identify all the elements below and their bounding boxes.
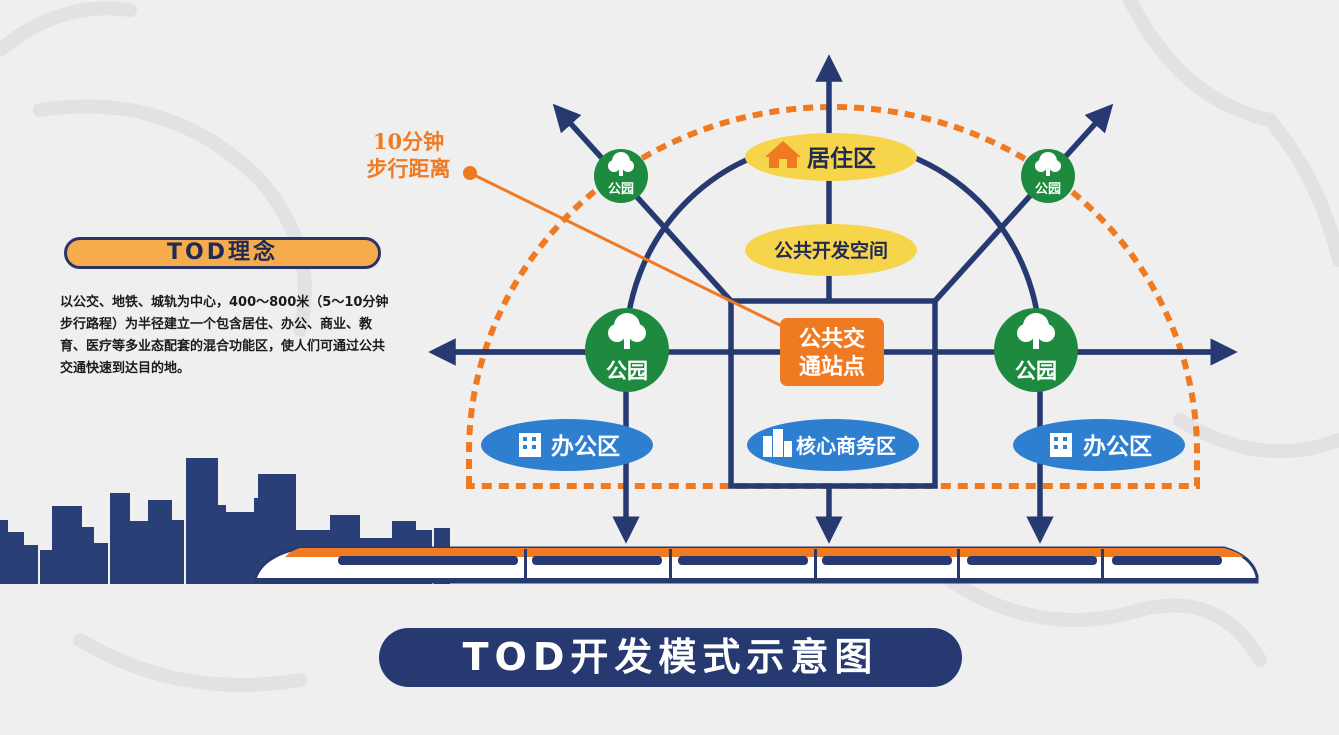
- walk-distance-line2: 步行距离: [366, 156, 451, 181]
- cbd-label: 核心商务区: [796, 434, 896, 458]
- city-buildings-icon: [763, 429, 792, 457]
- office-label: 办公区: [1083, 434, 1152, 460]
- tree-icon: [1035, 152, 1061, 176]
- park-label: 公园: [608, 182, 634, 197]
- park-big-left: 公园: [585, 308, 669, 392]
- office-building-icon: [1050, 433, 1072, 457]
- park-big-right: 公园: [994, 308, 1078, 392]
- residential-label: 居住区: [807, 145, 876, 172]
- public-space-zone: 公共开发空间: [745, 224, 917, 276]
- transit-station: 公共交 通站点: [780, 318, 884, 386]
- park-label: 公园: [1015, 359, 1057, 383]
- office-zone-right: 办公区: [1013, 419, 1185, 471]
- tree-icon: [1017, 313, 1055, 349]
- public-space-label: 公共开发空间: [774, 239, 888, 262]
- tree-icon: [608, 152, 634, 176]
- cbd-zone: 核心商务区: [747, 419, 919, 471]
- office-label: 办公区: [551, 434, 620, 460]
- residential-zone: 居住区: [745, 133, 917, 181]
- house-icon: [765, 141, 801, 168]
- tree-icon: [608, 313, 646, 349]
- station-label-line2: 通站点: [799, 354, 865, 380]
- walking-radius-boundary: [466, 104, 1200, 489]
- high-speed-train: [253, 546, 1259, 584]
- station-label-line1: 公共交: [799, 326, 865, 352]
- walk-distance-line1: 10分钟: [372, 129, 445, 154]
- park-label: 公园: [606, 359, 648, 383]
- office-zone-left: 办公区: [481, 419, 653, 471]
- concept-title: TOD理念: [64, 237, 381, 269]
- walk-pointer: [463, 166, 797, 335]
- concept-description: 以公交、地铁、城轨为中心，400～800米（5～10分钟步行路程）为半径建立一个…: [60, 295, 389, 376]
- walk-distance-label: 10分钟 步行距离: [346, 128, 471, 182]
- park-label: 公园: [1035, 182, 1061, 197]
- park-small-left: 公园: [594, 149, 648, 203]
- office-building-icon: [519, 433, 541, 457]
- page-title: TOD开发模式示意图: [379, 628, 962, 687]
- park-small-right: 公园: [1021, 149, 1075, 203]
